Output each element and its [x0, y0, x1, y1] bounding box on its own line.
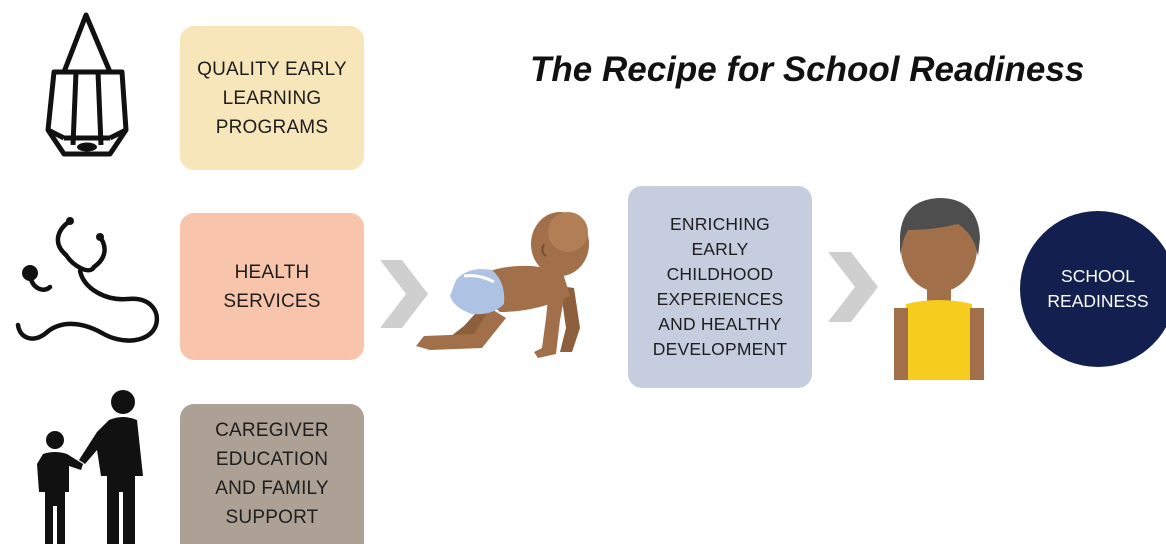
- stethoscope-icon: [15, 217, 160, 343]
- quality-early-learning-label: QUALITY EARLY LEARNING PROGRAMS: [197, 58, 347, 138]
- enriching-early-childhood-label: ENRICHING EARLY CHILDHOOD EXPERIENCES AN…: [652, 214, 788, 359]
- enriching-early-childhood-box: ENRICHING EARLY CHILDHOOD EXPERIENCES AN…: [628, 186, 812, 388]
- health-services-label: HEALTH SERVICES: [223, 261, 321, 312]
- school-readiness-label: SCHOOL READINESS: [1047, 266, 1149, 311]
- chevron-arrow-1: [380, 260, 428, 328]
- child-icon: [894, 198, 984, 380]
- caregiver-education-box: CAREGIVER EDUCATION AND FAMILY SUPPORT: [180, 404, 364, 544]
- page-title: The Recipe for School Readiness: [530, 50, 1085, 89]
- crawling-baby-icon: [416, 212, 589, 358]
- school-readiness-circle: SCHOOL READINESS: [1020, 211, 1166, 367]
- pencil-icon: [45, 12, 129, 157]
- chevron-arrow-2: [828, 252, 878, 322]
- health-services-box: HEALTH SERVICES: [180, 213, 364, 360]
- parent-child-icon: [37, 390, 143, 544]
- caregiver-education-label: CAREGIVER EDUCATION AND FAMILY SUPPORT: [215, 420, 329, 528]
- quality-early-learning-programs-box: QUALITY EARLY LEARNING PROGRAMS: [180, 26, 364, 170]
